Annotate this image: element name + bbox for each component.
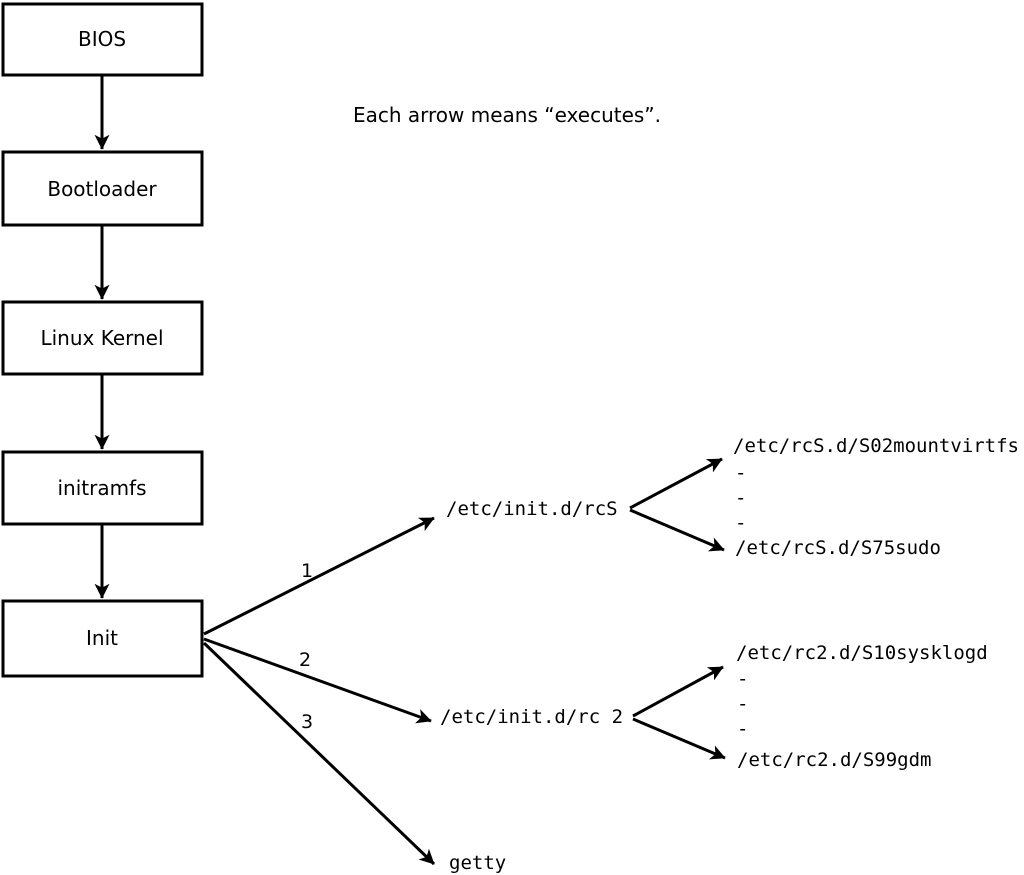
rc2-target-last: /etc/rc2.d/S99gdm — [737, 749, 931, 771]
bios-label: BIOS — [78, 27, 126, 51]
bootloader-box — [1, 150, 204, 227]
node-linux-kernel: Linux Kernel — [1, 300, 204, 376]
init-label: Init — [86, 626, 118, 650]
arrow-rc2-to-first — [632, 665, 724, 718]
node-init: Init — [1, 599, 204, 678]
arrow-rcS-to-first — [629, 457, 723, 510]
arrow-init-to-rcS — [203, 516, 435, 636]
rc2-ellipsis-dash: - — [737, 718, 748, 740]
node-initramfs: initramfs — [1, 450, 204, 526]
node-bios: BIOS — [1, 2, 204, 77]
arrow-rc2-to-last — [632, 717, 726, 760]
rc2-ellipsis-dash: - — [737, 693, 748, 715]
branch-number-3: 3 — [301, 711, 313, 733]
initramfs-box — [1, 450, 204, 526]
arrow-init-to-rc2 — [203, 637, 432, 724]
linux-kernel-label: Linux Kernel — [40, 326, 163, 350]
rc2-target-first: /etc/rc2.d/S10sysklogd — [736, 642, 988, 664]
rcS-target-first: /etc/rcS.d/S02mountvirtfs — [733, 435, 1019, 457]
branch-number-1: 1 — [301, 560, 313, 582]
init-box — [1, 599, 204, 678]
rcS-target-last: /etc/rcS.d/S75sudo — [735, 537, 941, 559]
rc2-ellipsis-dash: - — [737, 668, 748, 690]
bootloader-label: Bootloader — [47, 177, 157, 201]
rcS-ellipsis-dash: - — [735, 487, 746, 509]
arrow-rcS-to-last — [629, 508, 725, 552]
note-text: Each arrow means “executes”. — [353, 103, 661, 127]
initramfs-label: initramfs — [57, 476, 146, 500]
arrow-init-to-getty — [202, 641, 436, 866]
branch-number-2: 2 — [299, 649, 311, 671]
bios-box — [1, 2, 204, 77]
rc2-source-text: /etc/init.d/rc 2 — [440, 706, 623, 728]
rcS-ellipsis-dash: - — [735, 512, 746, 534]
rcS-source-text: /etc/init.d/rcS — [446, 498, 618, 520]
getty-text: getty — [449, 852, 506, 874]
node-bootloader: Bootloader — [1, 150, 204, 227]
rcS-ellipsis-dash: - — [735, 462, 746, 484]
